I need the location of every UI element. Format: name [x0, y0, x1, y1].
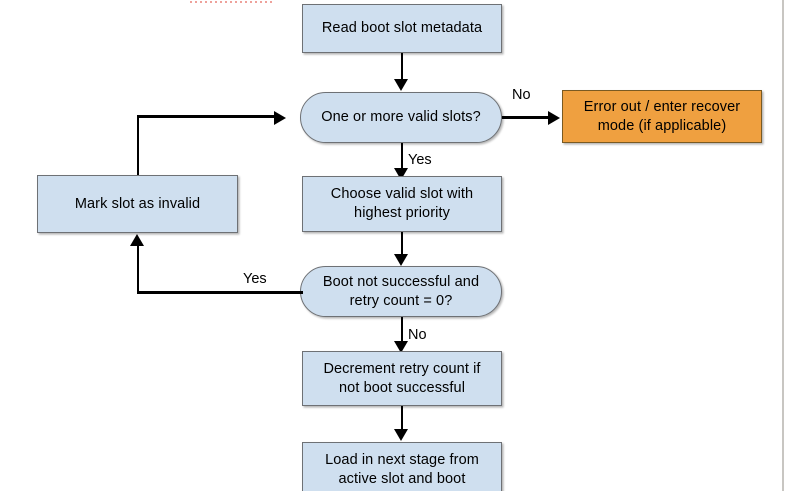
arrowhead-choose-to-boot: [394, 254, 408, 266]
node-label-line2: highest priority: [354, 205, 450, 221]
connector-boot-yes-up: [136, 245, 140, 292]
canvas-right-edge: [782, 0, 784, 491]
node-one-or-more-valid-slots: One or more valid slots?: [300, 92, 502, 143]
arrowhead-invalid-to-valid: [274, 111, 286, 125]
node-label-line1: Choose valid slot with: [330, 186, 474, 202]
connector-decrement-to-load: [400, 406, 404, 431]
arrowhead-valid-no: [548, 111, 560, 125]
edge-label-no-valid-slots: No: [512, 87, 531, 103]
node-label-line1: Decrement retry count if: [323, 360, 481, 377]
node-label: Read boot slot metadata: [321, 20, 483, 36]
node-read-boot-slot-metadata: Read boot slot metadata: [302, 4, 502, 53]
node-boot-not-successful-retry-zero: Boot not successful and retry count = 0?: [300, 266, 502, 317]
arrowhead-boot-no: [394, 341, 408, 353]
node-load-next-stage: Load in next stage from active slot and …: [302, 442, 502, 491]
node-label-line2: not boot successful: [338, 379, 466, 396]
arrowhead-read-to-valid: [394, 79, 408, 91]
node-label-line2: active slot and boot: [338, 470, 466, 487]
edge-label-yes-valid-slots: Yes: [408, 152, 432, 168]
node-error-out-recover-mode: Error out / enter recover mode (if appli…: [562, 90, 762, 143]
connector-invalid-up: [136, 116, 140, 175]
connector-boot-yes: [136, 291, 303, 294]
edge-label-yes-retry-exhausted: Yes: [243, 271, 267, 287]
connector-boot-no: [400, 317, 404, 344]
node-label-line2: mode (if applicable): [597, 117, 727, 134]
connector-invalid-to-valid: [136, 115, 277, 118]
connector-valid-no: [502, 116, 550, 119]
connector-choose-to-boot: [400, 232, 404, 258]
connector-read-to-valid: [400, 53, 404, 81]
node-label-line2: retry count = 0?: [349, 292, 453, 309]
node-decrement-retry-count: Decrement retry count if not boot succes…: [302, 351, 502, 406]
edge-label-no-retry-remaining: No: [408, 327, 427, 343]
node-label-line1: Error out / enter recover: [583, 98, 741, 115]
arrowhead-decrement-to-load: [394, 429, 408, 441]
node-label: One or more valid slots?: [321, 109, 481, 125]
node-mark-slot-as-invalid: Mark slot as invalid: [37, 175, 238, 233]
node-choose-valid-slot: Choose valid slot with highest priority: [302, 176, 502, 232]
connector-valid-yes: [400, 143, 404, 171]
node-label-line1: Boot not successful and: [322, 273, 480, 290]
node-label-line1: Load in next stage from: [325, 451, 479, 468]
dotted-line-artifact: [190, 1, 273, 3]
node-label: Mark slot as invalid: [74, 195, 201, 212]
arrowhead-boot-yes-to-invalid: [130, 234, 144, 246]
